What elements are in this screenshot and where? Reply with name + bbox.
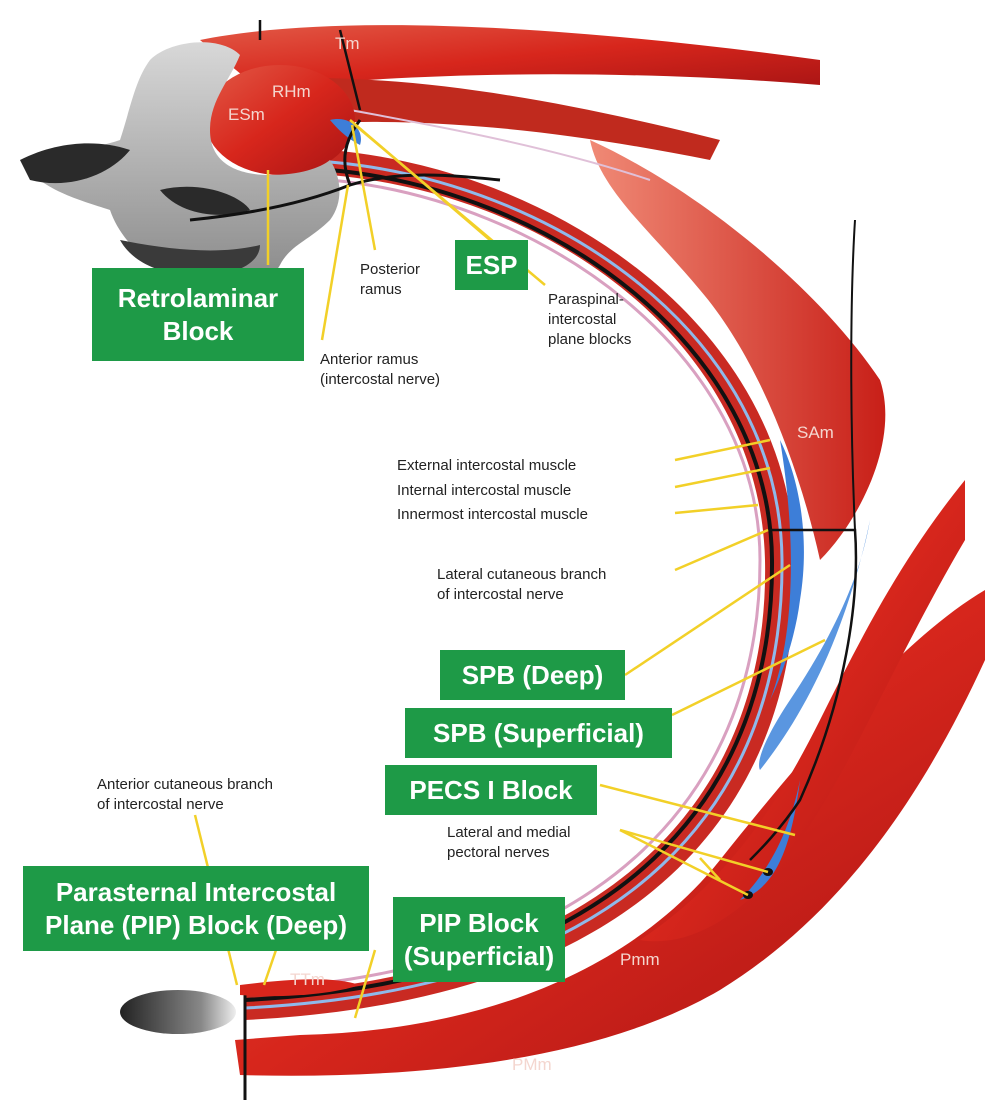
label-rhm: RHm bbox=[272, 82, 311, 102]
block-esp: ESP bbox=[455, 240, 528, 290]
block-pip-deep: Parasternal Intercostal Plane (PIP) Bloc… bbox=[23, 866, 369, 951]
label-ttm: TTm bbox=[290, 970, 325, 990]
label-pectoral-nerves: Lateral and medial pectoral nerves bbox=[447, 823, 570, 863]
label-posterior-ramus: Posterior ramus bbox=[360, 260, 420, 300]
label-esm: ESm bbox=[228, 105, 265, 125]
block-spb-deep: SPB (Deep) bbox=[440, 650, 625, 700]
label-tm: Tm bbox=[335, 34, 360, 54]
label-anterior-ramus: Anterior ramus (intercostal nerve) bbox=[320, 350, 440, 390]
block-pip-superficial: PIP Block (Superficial) bbox=[393, 897, 565, 982]
serratus-anterior-muscle bbox=[590, 140, 885, 560]
label-pm-major: PMm bbox=[512, 1055, 552, 1075]
label-pmm: Pmm bbox=[620, 950, 660, 970]
label-lateral-cutaneous: Lateral cutaneous branch of intercostal … bbox=[437, 565, 606, 605]
label-paraspinal: Paraspinal- intercostal plane blocks bbox=[548, 290, 631, 350]
sternum-bone bbox=[120, 990, 236, 1034]
label-innermost-intercostal: Innermost intercostal muscle bbox=[397, 505, 588, 525]
label-external-intercostal: External intercostal muscle bbox=[397, 456, 576, 476]
label-sam: SAm bbox=[797, 423, 834, 443]
label-anterior-cutaneous: Anterior cutaneous branch of intercostal… bbox=[97, 775, 273, 815]
label-internal-intercostal: Internal intercostal muscle bbox=[397, 481, 571, 501]
block-retrolaminar: Retrolaminar Block bbox=[92, 268, 304, 361]
block-pecs-i: PECS I Block bbox=[385, 765, 597, 815]
block-spb-superficial: SPB (Superficial) bbox=[405, 708, 672, 758]
